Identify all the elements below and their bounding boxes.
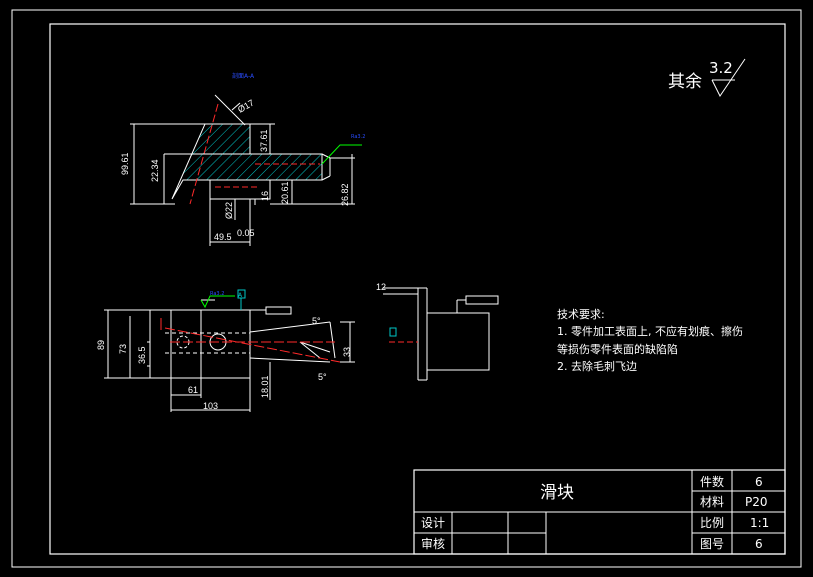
dim-16: 16 <box>260 191 270 201</box>
side-view <box>383 287 499 381</box>
tech-requirements: 技术要求: 1. 零件加工表面上, 不应有划痕、擦伤 等损伤零件表面的缺陷陷 2… <box>557 308 743 373</box>
dim-20-61: 20.61 <box>280 181 290 204</box>
datum-a: A <box>238 292 243 299</box>
dim-99-61: 99.61 <box>120 152 130 175</box>
surface-finish-value: 3.2 <box>709 59 733 77</box>
surface-finish-prefix: 其余 <box>668 72 702 92</box>
drawing-no-value: 6 <box>755 537 763 551</box>
angle-5-bottom: 5° <box>318 372 327 382</box>
dim-61: 61 <box>188 385 198 395</box>
drawing-no-label: 图号 <box>700 537 724 551</box>
material-label: 材料 <box>700 495 724 509</box>
review-label: 审核 <box>421 536 445 551</box>
material-value: P20 <box>745 495 768 509</box>
dim-22-34: 22.34 <box>150 159 160 182</box>
design-label: 设计 <box>421 516 445 530</box>
scale-value: 1:1 <box>750 516 769 530</box>
tech-req-line3: 2. 去除毛刺飞边 <box>557 359 637 373</box>
scale-label: 比例 <box>700 516 724 530</box>
dim-dia17: Ø17 <box>236 98 256 115</box>
dim-18-01: 18.01 <box>260 375 270 398</box>
surface-finish-symbol: 其余 3.2 <box>668 58 746 97</box>
dim-dia22: Ø22 <box>224 202 234 219</box>
ra-top: Ra3.2 <box>351 134 365 140</box>
angle-5-top: 5° <box>312 316 321 326</box>
dim-36-5: 36.5 <box>137 346 147 364</box>
title-block: 滑块 设计 审核 件数 6 材料 P20 比例 1:1 图号 6 <box>413 469 786 555</box>
dim-73: 73 <box>118 344 128 354</box>
ra-front: Ra3.2 <box>210 291 224 297</box>
dim-103: 103 <box>203 401 218 411</box>
qty-label: 件数 <box>700 474 724 489</box>
dim-49-5-tol: 0.05 <box>237 228 255 238</box>
outer-border <box>11 9 802 568</box>
section-view: Ra3.2 <box>130 94 365 246</box>
tech-req-line2: 等损伤零件表面的缺陷陷 <box>557 342 678 356</box>
qty-value: 6 <box>755 475 763 489</box>
dim-26-82: 26.82 <box>340 183 350 206</box>
part-name: 滑块 <box>540 483 574 503</box>
tech-req-title: 技术要求: <box>557 308 605 321</box>
dim-49-5: 49.5 <box>214 232 232 242</box>
dim-12: 12 <box>376 282 386 292</box>
tech-req-line1: 1. 零件加工表面上, 不应有划痕、擦伤 <box>557 324 743 338</box>
dim-33: 33 <box>342 347 352 357</box>
dim-37-61: 37.61 <box>259 129 269 152</box>
dim-89: 89 <box>96 340 106 350</box>
section-label: 剖面A-A <box>232 72 255 80</box>
front-view <box>104 289 355 412</box>
